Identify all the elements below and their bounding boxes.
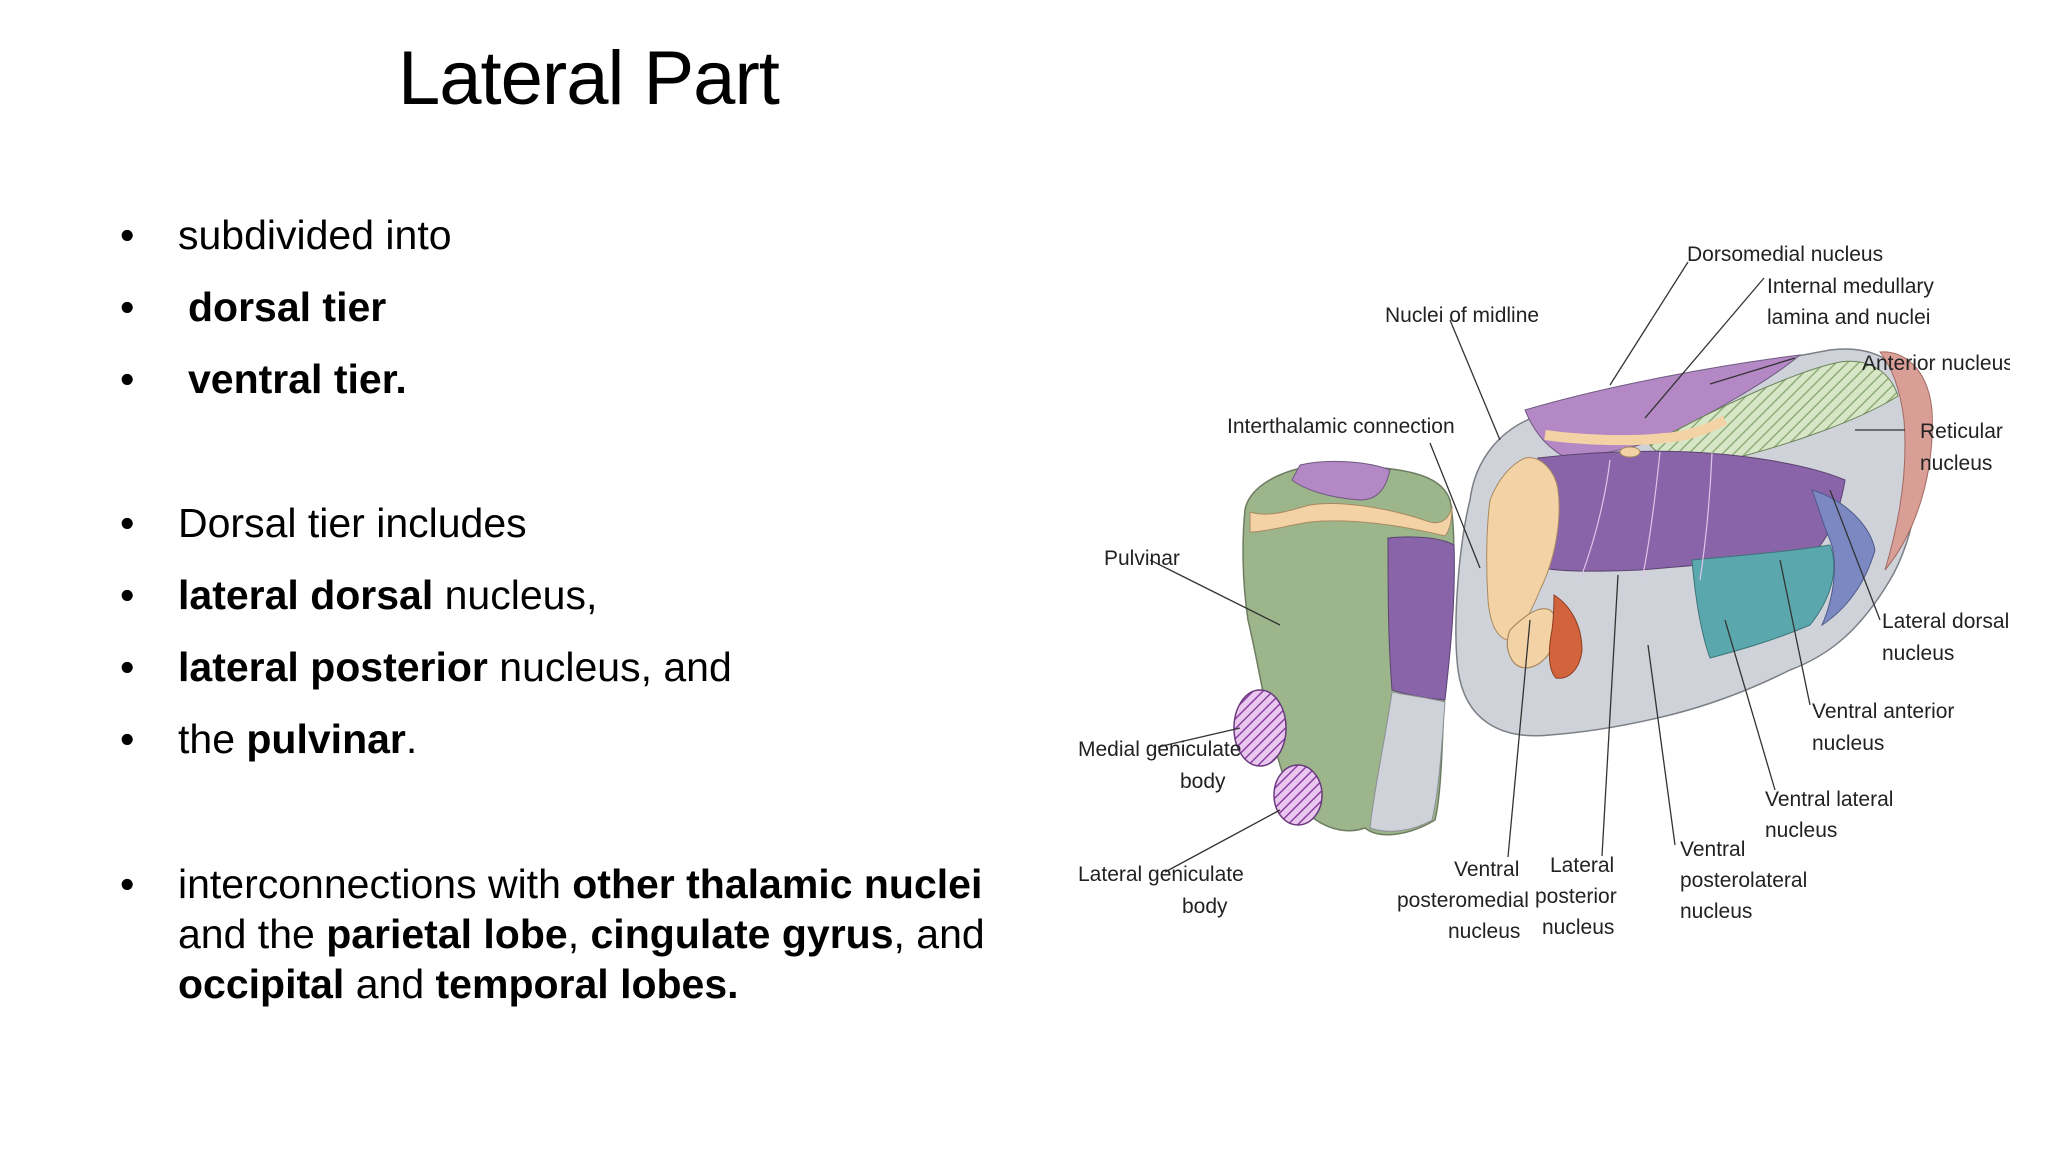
bullet-text: nucleus, and <box>487 644 732 690</box>
bullet-text: nucleus, <box>433 572 598 618</box>
reticular-nucleus-region <box>1879 351 1933 571</box>
label-medial-geniculate-1: Medial geniculate <box>1078 738 1241 761</box>
bullet-text: subdivided into <box>178 212 452 258</box>
lateral-geniculate-body <box>1273 764 1323 826</box>
label-nuclei-midline: Nuclei of midline <box>1385 304 1539 327</box>
label-vpm-1: Ventral <box>1454 858 1519 881</box>
leader-lines <box>1149 261 1905 873</box>
label-reticular-1: Reticular <box>1920 420 2003 443</box>
bullet-text: dorsal tier <box>188 284 387 330</box>
bullet-dot: • <box>120 572 135 618</box>
label-vpm-3: nucleus <box>1448 920 1520 943</box>
bullet-item: • Dorsal tier includes <box>120 498 1040 548</box>
bullet-text: . <box>405 716 418 762</box>
label-dorsomedial: Dorsomedial nucleus <box>1687 243 1883 266</box>
interthalamic-connection-shape <box>1506 608 1558 669</box>
label-vpm-2: posteromedial <box>1397 889 1529 912</box>
medial-geniculate-body <box>1233 689 1287 767</box>
nucleus-boundaries <box>1579 451 1713 581</box>
label-lateral-dorsal-2: nucleus <box>1882 642 1954 665</box>
label-vpl-1: Ventral <box>1680 838 1745 861</box>
label-anterior: Anterior nucleus <box>1862 352 2010 375</box>
bullet-text: the <box>178 716 247 762</box>
bullet-item: • the pulvinar. <box>120 714 1040 764</box>
label-reticular-2: nucleus <box>1920 452 1992 475</box>
bullet-text: and <box>344 961 436 1007</box>
internal-medullary-lamina <box>1544 415 1728 446</box>
label-ventral-lateral-2: nucleus <box>1765 819 1837 842</box>
label-lateral-geniculate-1: Lateral geniculate <box>1078 863 1244 886</box>
pulvinar-gray-region <box>1369 691 1446 832</box>
bullet-bold-text: temporal lobes. <box>435 961 739 1007</box>
bullet-dot: • <box>120 212 135 258</box>
main-thalamus-block <box>1455 348 1933 737</box>
bullet-list: • subdivided into • dorsal tier • ventra… <box>120 210 1040 1009</box>
lamina-nucleus-dot <box>1619 446 1641 458</box>
label-lp-2: posterior <box>1535 885 1617 908</box>
bullet-text: interconnections with <box>178 861 573 907</box>
label-lateral-geniculate-2: body <box>1182 895 1228 918</box>
bullet-item: • subdivided into <box>120 210 1040 260</box>
bullet-item: • dorsal tier <box>120 282 1040 332</box>
label-ventral-lateral-1: Ventral lateral <box>1765 788 1893 811</box>
ventral-anterior-region <box>1811 489 1876 627</box>
label-internal-medullary-1: Internal medullary <box>1767 275 1934 298</box>
bullet-text: Dorsal tier includes <box>178 500 527 546</box>
bullet-text: , and <box>893 911 985 957</box>
bullet-bold-text: lateral dorsal <box>178 572 434 618</box>
label-ventral-anterior-1: Ventral anterior <box>1812 700 1954 723</box>
bullet-dot: • <box>120 716 135 762</box>
bullet-bold-text: parietal lobe <box>326 911 568 957</box>
bullet-dot: • <box>120 500 135 546</box>
pulvinar-top-purple <box>1291 460 1391 501</box>
bullet-dot: • <box>120 644 135 690</box>
pulvinar-lamina <box>1249 503 1453 537</box>
bullet-bold-text: other thalamic nuclei <box>572 861 983 907</box>
ventral-posteromedial-region <box>1548 594 1583 679</box>
label-pulvinar: Pulvinar <box>1104 547 1180 570</box>
label-vpl-2: posterolateral <box>1680 869 1807 892</box>
bullet-text: and the <box>178 911 327 957</box>
label-lp-3: nucleus <box>1542 916 1614 939</box>
label-vpl-3: nucleus <box>1680 900 1752 923</box>
lateral-posterior-region <box>1387 536 1455 701</box>
thalamus-diagram: Dorsomedial nucleus Internal medullary l… <box>1070 200 2014 960</box>
label-lateral-dorsal-1: Lateral dorsal <box>1882 610 2009 633</box>
bullet-dot: • <box>120 861 135 907</box>
diagram-labels: Dorsomedial nucleus Internal medullary l… <box>1078 243 2014 943</box>
bullet-bold-text: occipital <box>178 961 345 1007</box>
label-medial-geniculate-2: body <box>1180 770 1226 793</box>
bullet-bold-text: cingulate gyrus <box>590 911 894 957</box>
label-lp-1: Lateral <box>1550 854 1614 877</box>
midline-lamina <box>1486 457 1560 641</box>
bullet-dot: • <box>120 356 135 402</box>
label-interthalamic: Interthalamic connection <box>1227 415 1455 438</box>
label-internal-medullary-2: lamina and nuclei <box>1767 306 1930 329</box>
label-ventral-anterior-2: nucleus <box>1812 732 1884 755</box>
bullet-item: • interconnections with other thalamic n… <box>120 859 1040 1009</box>
bullet-item: • lateral posterior nucleus, and <box>120 642 1040 692</box>
bullet-bold-text: pulvinar <box>246 716 406 762</box>
pulvinar-block <box>1233 460 1455 836</box>
bullet-item: • lateral dorsal nucleus, <box>120 570 1040 620</box>
bullet-text: ventral tier. <box>188 356 407 402</box>
thalamus-illustration: Dorsomedial nucleus Internal medullary l… <box>1078 243 2014 943</box>
slide-title: Lateral Part <box>398 36 780 121</box>
bullet-bold-text: lateral posterior <box>178 644 488 690</box>
bullet-text: , <box>567 911 591 957</box>
bullet-dot: • <box>120 284 135 330</box>
bullet-item: • ventral tier. <box>120 354 1040 404</box>
